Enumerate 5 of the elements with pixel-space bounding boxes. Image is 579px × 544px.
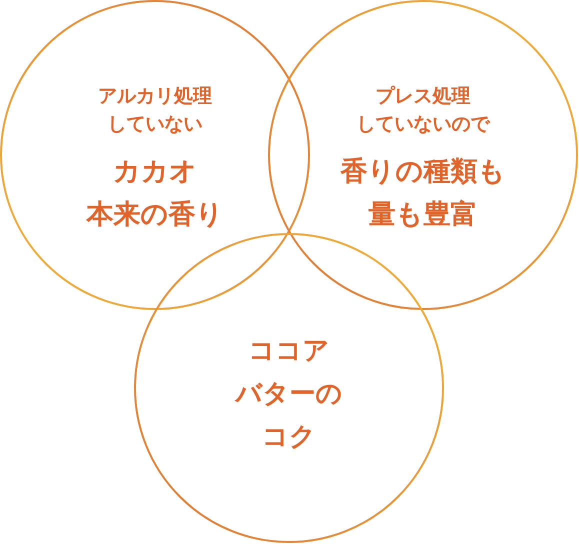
- note-text: プレス処理していないので: [356, 84, 492, 137]
- note-text: アルカリ処理していない: [97, 84, 213, 137]
- heading-text: 香りの種類も量も豊富: [339, 155, 506, 232]
- heading-text: ココアバターのコク: [234, 335, 344, 454]
- heading-text: カカオ本来の香り: [85, 155, 224, 232]
